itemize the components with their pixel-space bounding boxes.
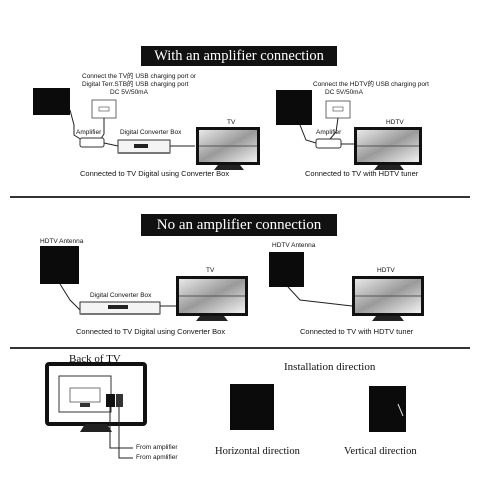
- tv-s2-left: [176, 276, 248, 321]
- antenna-vertical: [369, 386, 406, 432]
- amplifier-s1-left: [79, 137, 105, 148]
- s1-left-note-line2: Digital Terr.STB的 USB charging port: [82, 81, 189, 88]
- s1-right-caption: Connected to TV with HDTV tuner: [305, 169, 419, 178]
- s1-left-tv-label: TV: [227, 119, 236, 126]
- s1-left-note-line3: DC 5V/50mA: [110, 89, 148, 96]
- tv-back-illustration: [45, 362, 147, 432]
- s2-right-antenna-label: HDTV Antenna: [272, 242, 316, 249]
- back-of-tv-title: Back of TV: [69, 353, 121, 365]
- tv-back-leader-lines: [109, 407, 133, 459]
- s2-right-tv-label: HDTV: [377, 267, 395, 274]
- converter-box-s2-left: [79, 301, 161, 315]
- tv-s1-left: [196, 127, 260, 170]
- section2-banner: No an amplifier connection: [141, 214, 337, 236]
- s1-right-amplifier-label: Amplifier: [316, 129, 342, 136]
- amplifier-s1-right: [315, 138, 342, 149]
- antenna-horizontal: [230, 384, 274, 430]
- section1-banner: With an amplifier connection: [141, 46, 337, 66]
- s2-right-caption: Connected to TV with HDTV tuner: [300, 327, 414, 336]
- usb-port-s1-right: [325, 100, 351, 119]
- horizontal-direction-label: Horizontal direction: [215, 446, 300, 457]
- from-amplifier-label-2: From apmlifier: [136, 454, 178, 461]
- usb-port-s1-left: [91, 99, 117, 119]
- antenna-s2-right: [269, 252, 304, 287]
- s2-left-antenna-label: HDTV Antenna: [40, 238, 84, 245]
- antenna-s2-left: [40, 246, 79, 284]
- divider-2: [10, 347, 470, 349]
- s1-left-caption: Connected to TV Digital using Converter …: [80, 169, 230, 178]
- from-amplifier-label-1: From amplifier: [136, 444, 178, 451]
- s1-left-note-line1: Connect the TV的 USB charging port or: [82, 73, 197, 80]
- s1-right-note-line1: Connect the HDTV的 USB charging port: [313, 81, 429, 88]
- s1-left-converter-label: Digital Converter Box: [120, 129, 182, 136]
- installation-direction-title: Installation direction: [284, 361, 376, 373]
- divider-1: [10, 196, 470, 198]
- converter-box-s1-left: [117, 139, 171, 154]
- antenna-s1-right: [276, 90, 312, 125]
- s1-left-amplifier-label: Amplifier: [76, 129, 102, 136]
- s2-left-tv-label: TV: [206, 267, 215, 274]
- s2-left-converter-label: Digital Converter Box: [90, 292, 152, 299]
- vertical-direction-label: Vertical direction: [344, 446, 417, 457]
- s2-left-caption: Connected to TV Digital using Converter …: [76, 327, 226, 336]
- s1-right-tv-label: HDTV: [386, 119, 404, 126]
- tv-s2-right: [352, 276, 424, 321]
- antenna-s1-left: [33, 88, 70, 115]
- tv-s1-right: [354, 127, 422, 170]
- s1-right-note-line2: DC 5V/50mA: [325, 89, 363, 96]
